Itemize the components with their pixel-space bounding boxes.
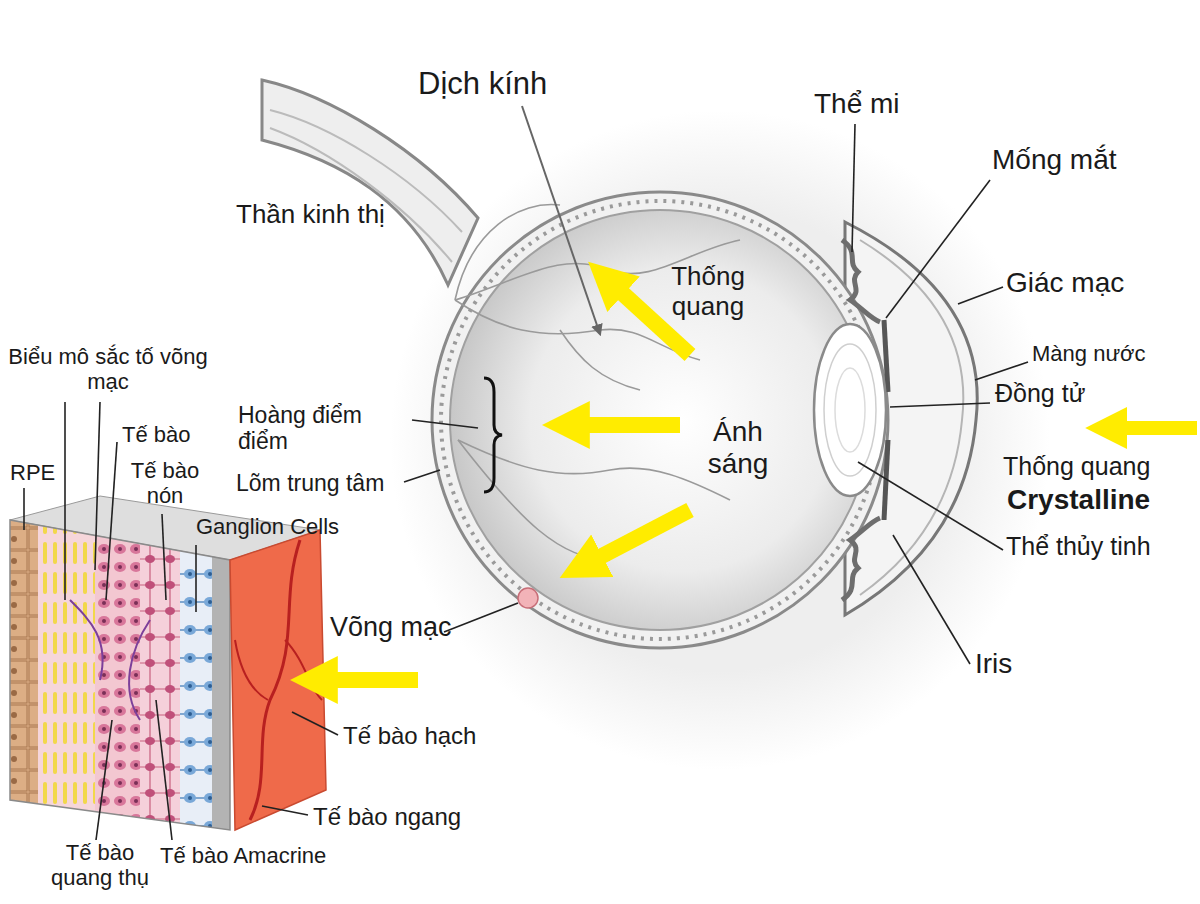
part-label: Võng mạc [330,612,452,643]
part-label: Thể mi [814,88,900,120]
part-label: Lõm trung tâm [236,470,384,496]
part-label: Tế bào nón [120,458,210,509]
part-label: Tế bào Amacrine [160,843,326,868]
part-label: Mống mắt [992,144,1117,176]
part-label: Tế bào quang thụ [40,840,160,891]
part-label: Thống quang [1003,452,1150,481]
part-label: Màng nước [1032,341,1146,366]
part-label: Tế bào [122,422,191,447]
part-label: Biểu mô sắc tố võng mạc [8,344,208,395]
part-label: Ánh sáng [688,416,788,480]
part-label: Tế bào hạch [343,722,476,750]
part-label: Tế bào ngang [313,803,461,831]
part-label: Đồng tử [995,379,1085,408]
part-label: Giác mạc [1006,267,1124,299]
part-label: Thể thủy tinh [1006,532,1151,561]
part-label: Dịch kính [418,66,547,102]
part-label: Crystalline [1007,484,1150,516]
part-label: Iris [975,648,1012,680]
part-label: Thần kinh thị [236,200,385,230]
part-label: Ganglion Cells [196,514,339,539]
part-label: RPE [10,460,55,485]
part-label: Thống quang [652,262,764,322]
part-label: Hoàng điểm điểm [238,402,406,455]
